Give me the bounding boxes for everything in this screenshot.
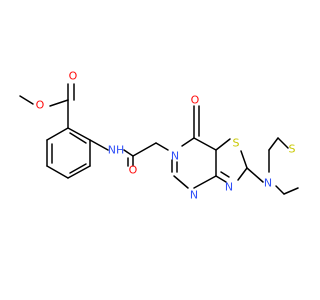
thiazole-ring [215,138,248,183]
atom-o-amide-carbonyl: O [129,164,138,177]
atom-n-ring-3: N [190,189,198,202]
bond-carbonyl-ch2 [132,142,157,157]
thiazole-inner-bond [220,171,230,178]
thiomorpholine-bond-5 [283,187,299,195]
atom-labels: O O NH O O N N N S N S [36,70,296,202]
atom-o-ring-carbonyl: O [191,94,200,107]
thiazole-bond-4 [215,175,227,183]
benzene-inner-bond-c [69,132,87,144]
atom-o-methoxy: O [36,99,45,112]
atom-s-thiomorpholine: S [289,143,296,156]
thiomorpholine-bond-4 [275,185,285,195]
amide-linker [89,139,169,167]
benzene-bond-6 [67,127,91,141]
benzene-bond-4 [67,165,91,179]
bond-methyl-o [19,95,34,105]
atom-n-thiomorpholine: N [264,177,272,190]
pyrimidinone-bond-4 [193,175,217,189]
benzene-bond-1 [46,127,69,141]
atom-n-ring-4: N [225,181,233,194]
thiazole-bond-1 [215,138,231,151]
methyl-ester-group [19,83,75,129]
benzene-bond-3 [46,165,69,179]
molecule-structure: O O NH O O N N N S N S [19,70,299,202]
bond-ring-nh [89,139,109,151]
pyrimidinone-bond-2 [193,137,217,151]
atom-s-thiazole: S [233,137,240,150]
atom-n-ring-6: N [171,150,179,163]
pyrimidinone-bond-1 [181,137,195,147]
bond-o-carbonyl-c [49,99,69,107]
thiazole-bond-3 [237,167,248,181]
thiomorpholine-bond-3 [277,137,289,149]
pyrimidinone-ring [171,105,217,189]
thiomorpholine-ring [246,137,299,195]
bond-ch2-ring-n [155,142,169,151]
atom-o-ester-carbonyl: O [69,70,78,83]
bond-thiazole-n [246,167,264,183]
pyrimidinone-bond-5 [173,175,189,189]
bond-nh-carbonyl-c [123,149,134,157]
thiazole-bond-2 [240,150,248,169]
benzene-ring [46,127,91,179]
atom-nh-amide: NH [108,144,125,157]
benzene-inner-bond-b [69,163,87,174]
thiomorpholine-bond-2 [268,137,279,151]
